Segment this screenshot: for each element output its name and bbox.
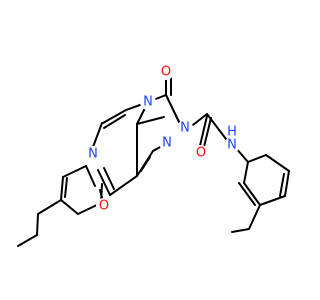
- ring-nitrogen-text-top: N: [143, 95, 153, 110]
- bond-layer: [17, 74, 290, 247]
- bond: [198, 115, 208, 151]
- bond: [60, 199, 79, 215]
- bond: [248, 204, 261, 230]
- amide-oxygen-text: O: [196, 146, 206, 161]
- triazole-nitrogen-text-2: N: [180, 121, 190, 136]
- carbonyl-oxygen-label: O: [158, 64, 174, 80]
- amide-hydrogen-label: H: [225, 125, 239, 140]
- ether-oxygen-text: O: [99, 199, 109, 214]
- ether-oxygen-label: O: [96, 198, 112, 214]
- bond: [64, 177, 68, 198]
- triazole-nitrogen-text-1: N: [162, 136, 172, 151]
- amide-oxygen-label: O: [193, 145, 209, 161]
- ring-nitrogen-label-top: N: [140, 94, 156, 110]
- pyrazine-nitrogen-text-left: N: [88, 147, 98, 162]
- bond: [265, 154, 290, 172]
- bond: [36, 213, 39, 236]
- bond: [37, 199, 62, 215]
- bond: [102, 109, 127, 124]
- bond: [103, 167, 115, 190]
- bond: [140, 156, 151, 172]
- bond: [17, 234, 38, 247]
- bond: [238, 182, 256, 206]
- bond: [103, 114, 126, 129]
- pyrazine-nitrogen-label-left: N: [85, 146, 101, 162]
- bond: [202, 117, 212, 152]
- amide-nitrogen-text: N: [227, 138, 237, 153]
- bond: [85, 165, 96, 187]
- bond: [97, 169, 111, 196]
- amide-hydrogen-text: H: [227, 125, 237, 140]
- bond: [243, 161, 249, 184]
- structure-diagram: O N N N N O O N: [17, 64, 290, 247]
- bond: [165, 94, 182, 127]
- bond: [136, 116, 165, 125]
- amide-nitrogen-label: N: [224, 137, 240, 153]
- atom-label-layer: O N N N N O O N: [85, 64, 240, 214]
- bond: [62, 165, 87, 178]
- triazole-nitrogen-label-1: N: [159, 135, 175, 151]
- triazole-nitrogen-label-2: N: [177, 120, 193, 136]
- bond: [60, 176, 64, 201]
- bond: [279, 173, 285, 197]
- bond: [109, 175, 138, 196]
- bond: [92, 122, 103, 148]
- carbonyl-oxygen-text: O: [161, 65, 171, 80]
- bond: [259, 195, 286, 206]
- bond: [231, 228, 250, 233]
- bond: [247, 154, 267, 163]
- bond: [243, 182, 261, 206]
- bond: [284, 170, 290, 197]
